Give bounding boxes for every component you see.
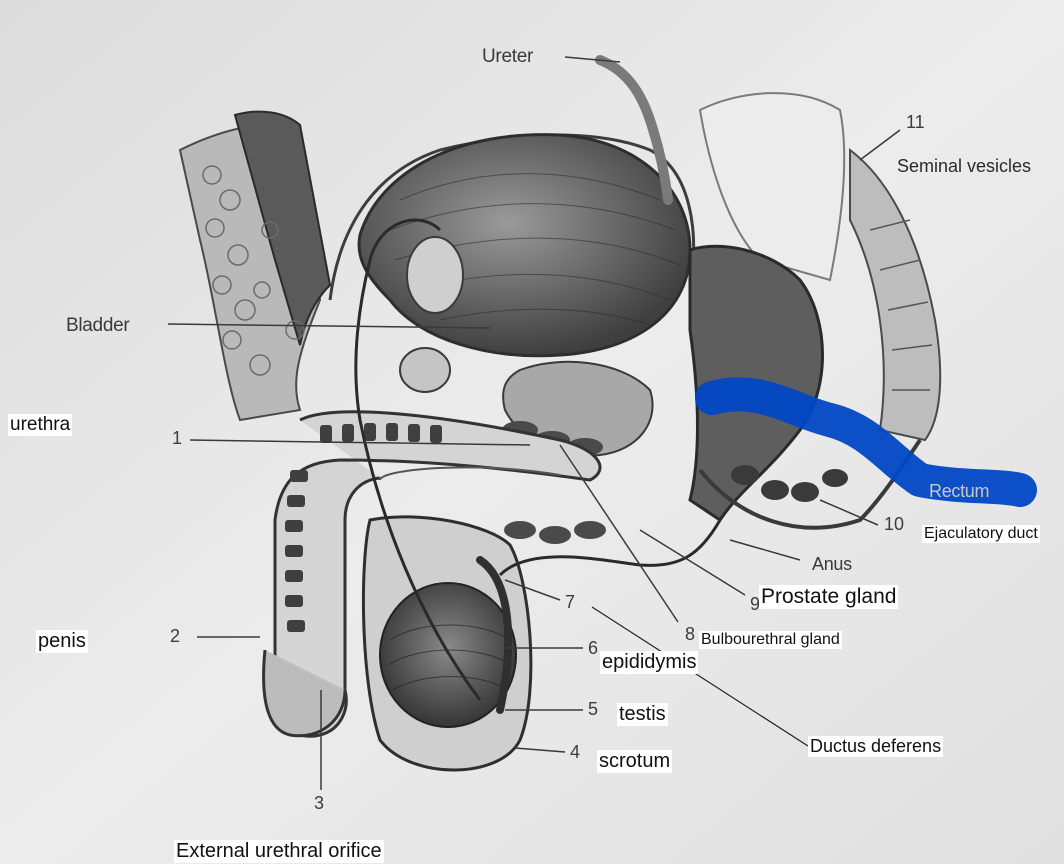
prostate-gland-annotation: Prostate gland bbox=[759, 585, 899, 610]
external-urethral-orifice-annotation: External urethral orifice bbox=[174, 840, 384, 863]
number-4: 4 bbox=[570, 742, 581, 762]
number-9: 9 bbox=[750, 594, 761, 614]
ductus-deferens-tube bbox=[354, 218, 482, 701]
sacral-segments bbox=[869, 219, 933, 391]
seminal-vesicles-annotation: Seminal vesicles bbox=[897, 156, 1032, 176]
urethra-channel bbox=[379, 466, 561, 481]
number-1: 1 bbox=[172, 428, 183, 448]
fat-lobules bbox=[202, 165, 305, 376]
penis-annotation: penis bbox=[36, 630, 88, 653]
highlight-marker bbox=[695, 377, 1037, 507]
anal-sphincter-muscle bbox=[731, 465, 848, 502]
urethra-annotation: urethra bbox=[8, 414, 73, 436]
number-8: 8 bbox=[685, 624, 696, 644]
number-5: 5 bbox=[588, 699, 599, 719]
seminal-vesicle-region bbox=[698, 92, 846, 282]
prostate bbox=[502, 360, 654, 457]
ejaculatory-duct-annotation: Ejaculatory duct bbox=[922, 525, 1040, 544]
pubic-bone bbox=[406, 236, 464, 314]
number-7: 7 bbox=[565, 592, 576, 612]
glans bbox=[262, 649, 347, 738]
sacrum bbox=[849, 147, 942, 442]
printed-leader-lines bbox=[167, 56, 901, 790]
number-10: 10 bbox=[884, 514, 905, 534]
ductus-deferens-pointer bbox=[591, 606, 809, 747]
ureter-tube bbox=[595, 55, 673, 205]
number-11: 11 bbox=[906, 112, 925, 132]
testis-lobules bbox=[387, 624, 513, 691]
epididymis-annotation: epididymis bbox=[600, 651, 699, 674]
pubic-symphysis bbox=[399, 347, 451, 393]
ureter-label: Ureter bbox=[482, 46, 533, 67]
bulbourethral-gland-annotation: Bulbourethral gland bbox=[699, 631, 842, 650]
corpus-spongiosum-segments bbox=[285, 423, 442, 632]
number-3: 3 bbox=[314, 793, 325, 813]
anus-label: Anus bbox=[812, 554, 852, 574]
ductus-deferens-annotation: Ductus deferens bbox=[808, 736, 944, 757]
scrotum-annotation: scrotum bbox=[597, 750, 673, 773]
number-2: 2 bbox=[170, 626, 181, 646]
bladder-label: Bladder bbox=[66, 315, 130, 336]
rectum-label: Rectum bbox=[929, 481, 990, 501]
testis-annotation: testis bbox=[617, 703, 668, 726]
epididymis bbox=[476, 556, 513, 714]
number-6: 6 bbox=[588, 638, 599, 658]
